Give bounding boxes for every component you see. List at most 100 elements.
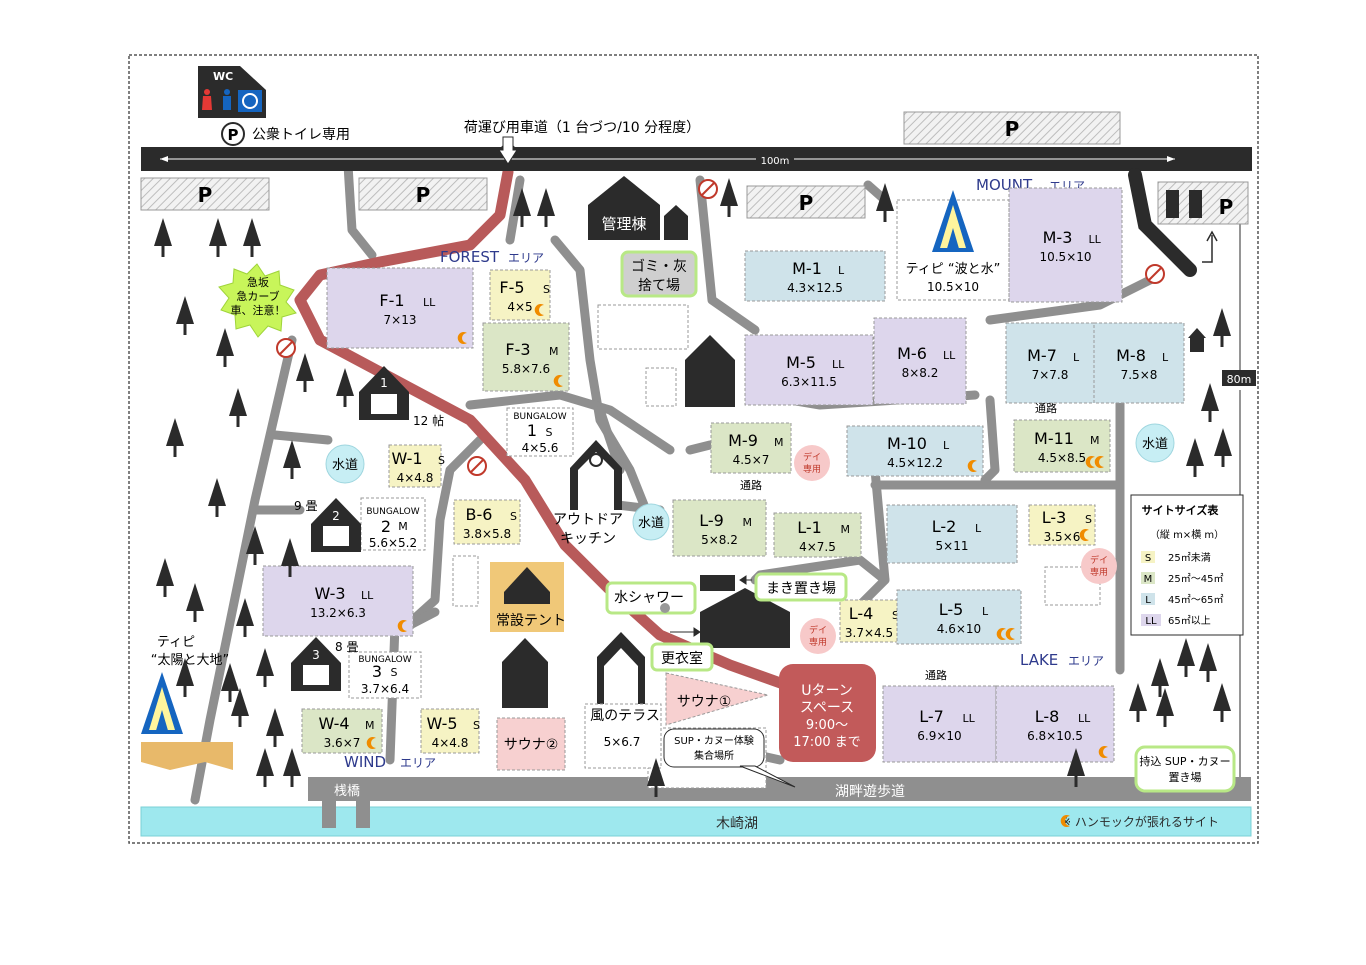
site-size: LL bbox=[361, 589, 374, 602]
svg-text:通路: 通路 bbox=[925, 669, 947, 682]
hammock-note: ※ ハンモックが張れるサイト bbox=[1061, 814, 1219, 829]
site-dims: 4×4.8 bbox=[397, 471, 434, 485]
public-toilet-label: 公衆トイレ専用 bbox=[252, 127, 350, 143]
site-name: W-5 bbox=[426, 714, 457, 733]
site-name: L-1 bbox=[797, 518, 822, 537]
outdoor-kitchen-line2: キッチン bbox=[560, 531, 616, 547]
site-size: S bbox=[438, 454, 445, 467]
svg-text:エリア: エリア bbox=[1068, 654, 1104, 668]
site-name: M-7 bbox=[1027, 346, 1057, 365]
bungalow-cabins: 1 2 3 12 帖 9 畳 8 畳 bbox=[291, 366, 444, 691]
site-f-3[interactable]: F-3 M 5.8×7.6 bbox=[482, 322, 570, 392]
site-dims: 6.9×10 bbox=[917, 729, 961, 743]
parking-circle bbox=[221, 122, 245, 146]
sauna1-area bbox=[665, 672, 769, 726]
site-size: S bbox=[473, 719, 480, 732]
tipi-nami-label: ティピ “波と水” bbox=[906, 262, 1001, 277]
site-name: W-3 bbox=[314, 584, 345, 603]
site-dims: 8×8.2 bbox=[902, 366, 939, 380]
sup-storage-line1: 持込 SUP・カヌー bbox=[1139, 754, 1230, 768]
site-name: F-3 bbox=[505, 340, 530, 359]
wind-terrace-area bbox=[584, 703, 662, 769]
site-size: L bbox=[975, 522, 982, 535]
svg-text:65㎡以上: 65㎡以上 bbox=[1168, 615, 1211, 627]
site-size: M bbox=[1090, 434, 1100, 447]
site-dims: 7×7.8 bbox=[1032, 368, 1069, 382]
pier-post bbox=[322, 790, 336, 828]
site-size: M bbox=[549, 345, 559, 358]
trash-label-line1: ゴミ・灰 bbox=[631, 258, 687, 275]
promenade-label: 湖畔遊歩道 bbox=[835, 784, 905, 800]
wind-terrace-label: 風のテラス bbox=[590, 708, 660, 724]
tipi-icon bbox=[141, 672, 183, 734]
svg-text:1: 1 bbox=[527, 421, 537, 440]
site-name: M-9 bbox=[728, 431, 758, 450]
site-dims: 5.8×7.6 bbox=[502, 362, 550, 376]
site-size: M bbox=[841, 523, 851, 536]
wind-terrace-dims: 5×6.7 bbox=[604, 735, 641, 749]
admin-label: 管理棟 bbox=[601, 215, 646, 233]
passage-labels: 通路 通路 通路 bbox=[740, 402, 1057, 682]
site-size: S bbox=[1085, 513, 1092, 526]
svg-text:BUNGALOW: BUNGALOW bbox=[358, 655, 411, 665]
site-w-1[interactable]: W-1 S 4×4.8 bbox=[388, 444, 445, 488]
site-size: LL bbox=[832, 358, 845, 371]
svg-text:12 帖: 12 帖 bbox=[413, 413, 444, 428]
changing-room-box bbox=[650, 642, 714, 672]
site-dims: 4×4.8 bbox=[432, 736, 469, 750]
trash-area bbox=[620, 250, 698, 298]
svg-text:サイトサイズ表: サイトサイズ表 bbox=[1142, 503, 1220, 517]
dist-80-label: 80m bbox=[1227, 373, 1252, 386]
svg-text:水道: 水道 bbox=[332, 458, 358, 473]
svg-text:急カーブ: 急カーブ bbox=[236, 289, 279, 303]
site-name: M-5 bbox=[786, 353, 816, 372]
site-dims: 6.3×11.5 bbox=[781, 375, 837, 389]
site-size: M bbox=[774, 436, 784, 449]
svg-text:車、注意！: 車、注意！ bbox=[231, 303, 286, 317]
site-dims: 10.5×10 bbox=[1039, 250, 1091, 264]
site-name: W-1 bbox=[391, 449, 422, 468]
area-labels: FOREST エリア MOUNT エリア WIND エリア LAKE エリア bbox=[344, 176, 1104, 771]
site-w-5[interactable]: W-5 S 4×4.8 bbox=[420, 708, 480, 754]
site-dims: 4.5×12.2 bbox=[887, 456, 943, 470]
svg-text:25㎡未満: 25㎡未満 bbox=[1168, 552, 1211, 564]
site-dims: 4×5 bbox=[507, 300, 532, 314]
site-size: LL bbox=[963, 712, 976, 725]
svg-text:デイ: デイ bbox=[1090, 554, 1108, 566]
site-m-5[interactable]: M-5 LL 6.3×11.5 bbox=[744, 334, 874, 406]
lake-name: 木崎湖 bbox=[716, 816, 758, 832]
site-size: L bbox=[1162, 351, 1169, 364]
svg-text:FOREST: FOREST bbox=[440, 248, 500, 266]
site-dims: 3.7×4.5 bbox=[845, 626, 893, 640]
side-road bbox=[1128, 168, 1197, 277]
site-size: LL bbox=[1089, 233, 1102, 246]
svg-text:WC: WC bbox=[213, 70, 233, 83]
site-size: M bbox=[743, 516, 753, 529]
trash-label-line2: 捨て場 bbox=[638, 277, 680, 294]
site-size: LL bbox=[943, 349, 956, 362]
site-size: S bbox=[510, 510, 517, 523]
svg-text:P: P bbox=[799, 191, 814, 215]
site-dims: 4.6×10 bbox=[937, 622, 981, 636]
